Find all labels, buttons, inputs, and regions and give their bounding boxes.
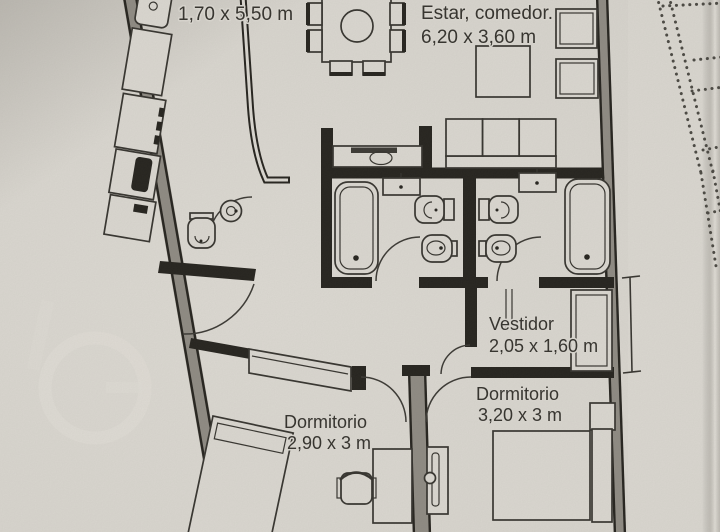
floor-plan: 1,70 x 5,50 m Estar, comedor. 6,20 x 3,6… [0, 0, 720, 532]
photo-grain [0, 0, 720, 532]
floor-plan-photo: 1,70 x 5,50 m Estar, comedor. 6,20 x 3,6… [0, 0, 720, 532]
